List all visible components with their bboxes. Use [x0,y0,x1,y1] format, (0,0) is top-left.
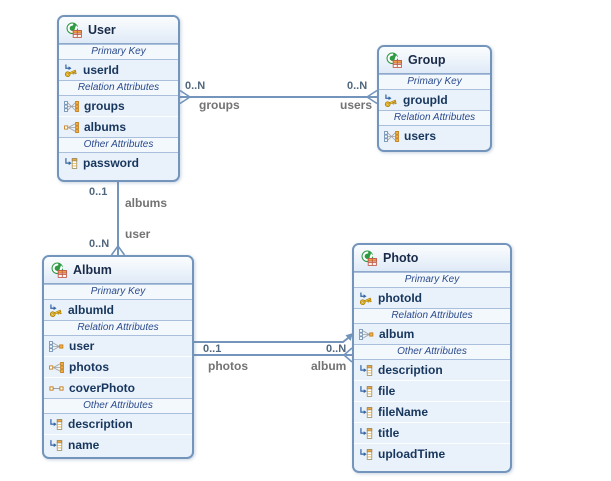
basic-attribute-icon [359,447,373,462]
relationship-user-album[interactable] [110,182,126,256]
many-to-one-icon [49,340,64,353]
section-label-primary-key: Primary Key [44,284,192,300]
many-to-one-icon [359,328,374,341]
entity-name: User [88,23,116,37]
basic-attribute-icon [49,438,63,453]
attribute-description[interactable]: description [354,360,510,380]
entity-album[interactable]: Album Primary Key albumId Relation Attri… [42,255,194,459]
attribute-photos[interactable]: photos [44,356,192,377]
entity-name: Album [73,263,112,277]
basic-attribute-icon [359,426,373,441]
attribute-groupId[interactable]: groupId [379,90,490,110]
attribute-userId[interactable]: userId [59,60,178,80]
relationship-user-group[interactable] [179,89,378,105]
attribute-albumId[interactable]: albumId [44,300,192,320]
role-label[interactable]: album [311,359,347,373]
primary-key-icon [384,93,398,108]
attribute-title[interactable]: title [354,422,510,443]
entity-user[interactable]: User Primary Key userId Relation Attribu… [57,15,180,182]
entity-icon [386,52,402,68]
role-label[interactable]: groups [199,98,240,112]
section-label-primary-key: Primary Key [354,272,510,288]
entity-icon [361,250,377,266]
role-label[interactable]: user [125,227,151,241]
attribute-name[interactable]: name [44,434,192,455]
entity-header[interactable]: Group [379,47,490,74]
entity-icon [66,22,82,38]
entity-header[interactable]: Photo [354,245,510,272]
entity-header[interactable]: Album [44,257,192,284]
attribute-album[interactable]: album [354,324,510,344]
one-to-one-icon [49,382,64,395]
attribute-file[interactable]: file [354,380,510,401]
multiplicity-label[interactable]: 0..N [89,238,110,250]
basic-attribute-icon [359,405,373,420]
role-label[interactable]: photos [208,359,248,373]
attribute-coverPhoto[interactable]: coverPhoto [44,377,192,398]
entity-photo[interactable]: Photo Primary Key photoId Relation Attri… [352,243,512,473]
relationship-album-photo[interactable] [194,333,353,363]
primary-key-icon [49,303,63,318]
many-to-many-icon [64,100,79,113]
attribute-photoId[interactable]: photoId [354,288,510,308]
primary-key-icon [359,291,373,306]
attribute-uploadTime[interactable]: uploadTime [354,443,510,464]
multiplicity-label[interactable]: 0..N [185,80,206,92]
attribute-fileName[interactable]: fileName [354,401,510,422]
basic-attribute-icon [359,363,373,378]
entity-name: Photo [383,251,419,265]
section-label-primary-key: Primary Key [59,44,178,60]
attribute-users[interactable]: users [379,126,490,146]
section-label-other-attributes: Other Attributes [354,344,510,360]
attribute-groups[interactable]: groups [59,96,178,116]
section-label-primary-key: Primary Key [379,74,490,90]
multiplicity-label[interactable]: 0..N [347,80,368,92]
attribute-description[interactable]: description [44,414,192,434]
section-label-other-attributes: Other Attributes [59,137,178,153]
multiplicity-label[interactable]: 0..1 [89,186,108,198]
basic-attribute-icon [64,156,78,171]
multiplicity-label[interactable]: 0..1 [203,343,222,355]
section-label-relation-attributes: Relation Attributes [44,320,192,336]
multiplicity-label[interactable]: 0..N [326,343,347,355]
section-label-relation-attributes: Relation Attributes [354,308,510,324]
section-label-relation-attributes: Relation Attributes [59,80,178,96]
attribute-user[interactable]: user [44,336,192,356]
section-label-relation-attributes: Relation Attributes [379,110,490,126]
entity-icon [51,262,67,278]
attribute-albums[interactable]: albums [59,116,178,137]
basic-attribute-icon [359,384,373,399]
one-to-many-icon [64,121,79,134]
attribute-password[interactable]: password [59,153,178,173]
entity-header[interactable]: User [59,17,178,44]
many-to-many-icon [384,130,399,143]
one-to-many-icon [49,361,64,374]
entity-group[interactable]: Group Primary Key groupId Relation Attri… [377,45,492,152]
primary-key-icon [64,63,78,78]
entity-name: Group [408,53,446,67]
basic-attribute-icon [49,417,63,432]
role-label[interactable]: users [340,98,373,112]
section-label-other-attributes: Other Attributes [44,398,192,414]
role-label[interactable]: albums [125,196,168,210]
